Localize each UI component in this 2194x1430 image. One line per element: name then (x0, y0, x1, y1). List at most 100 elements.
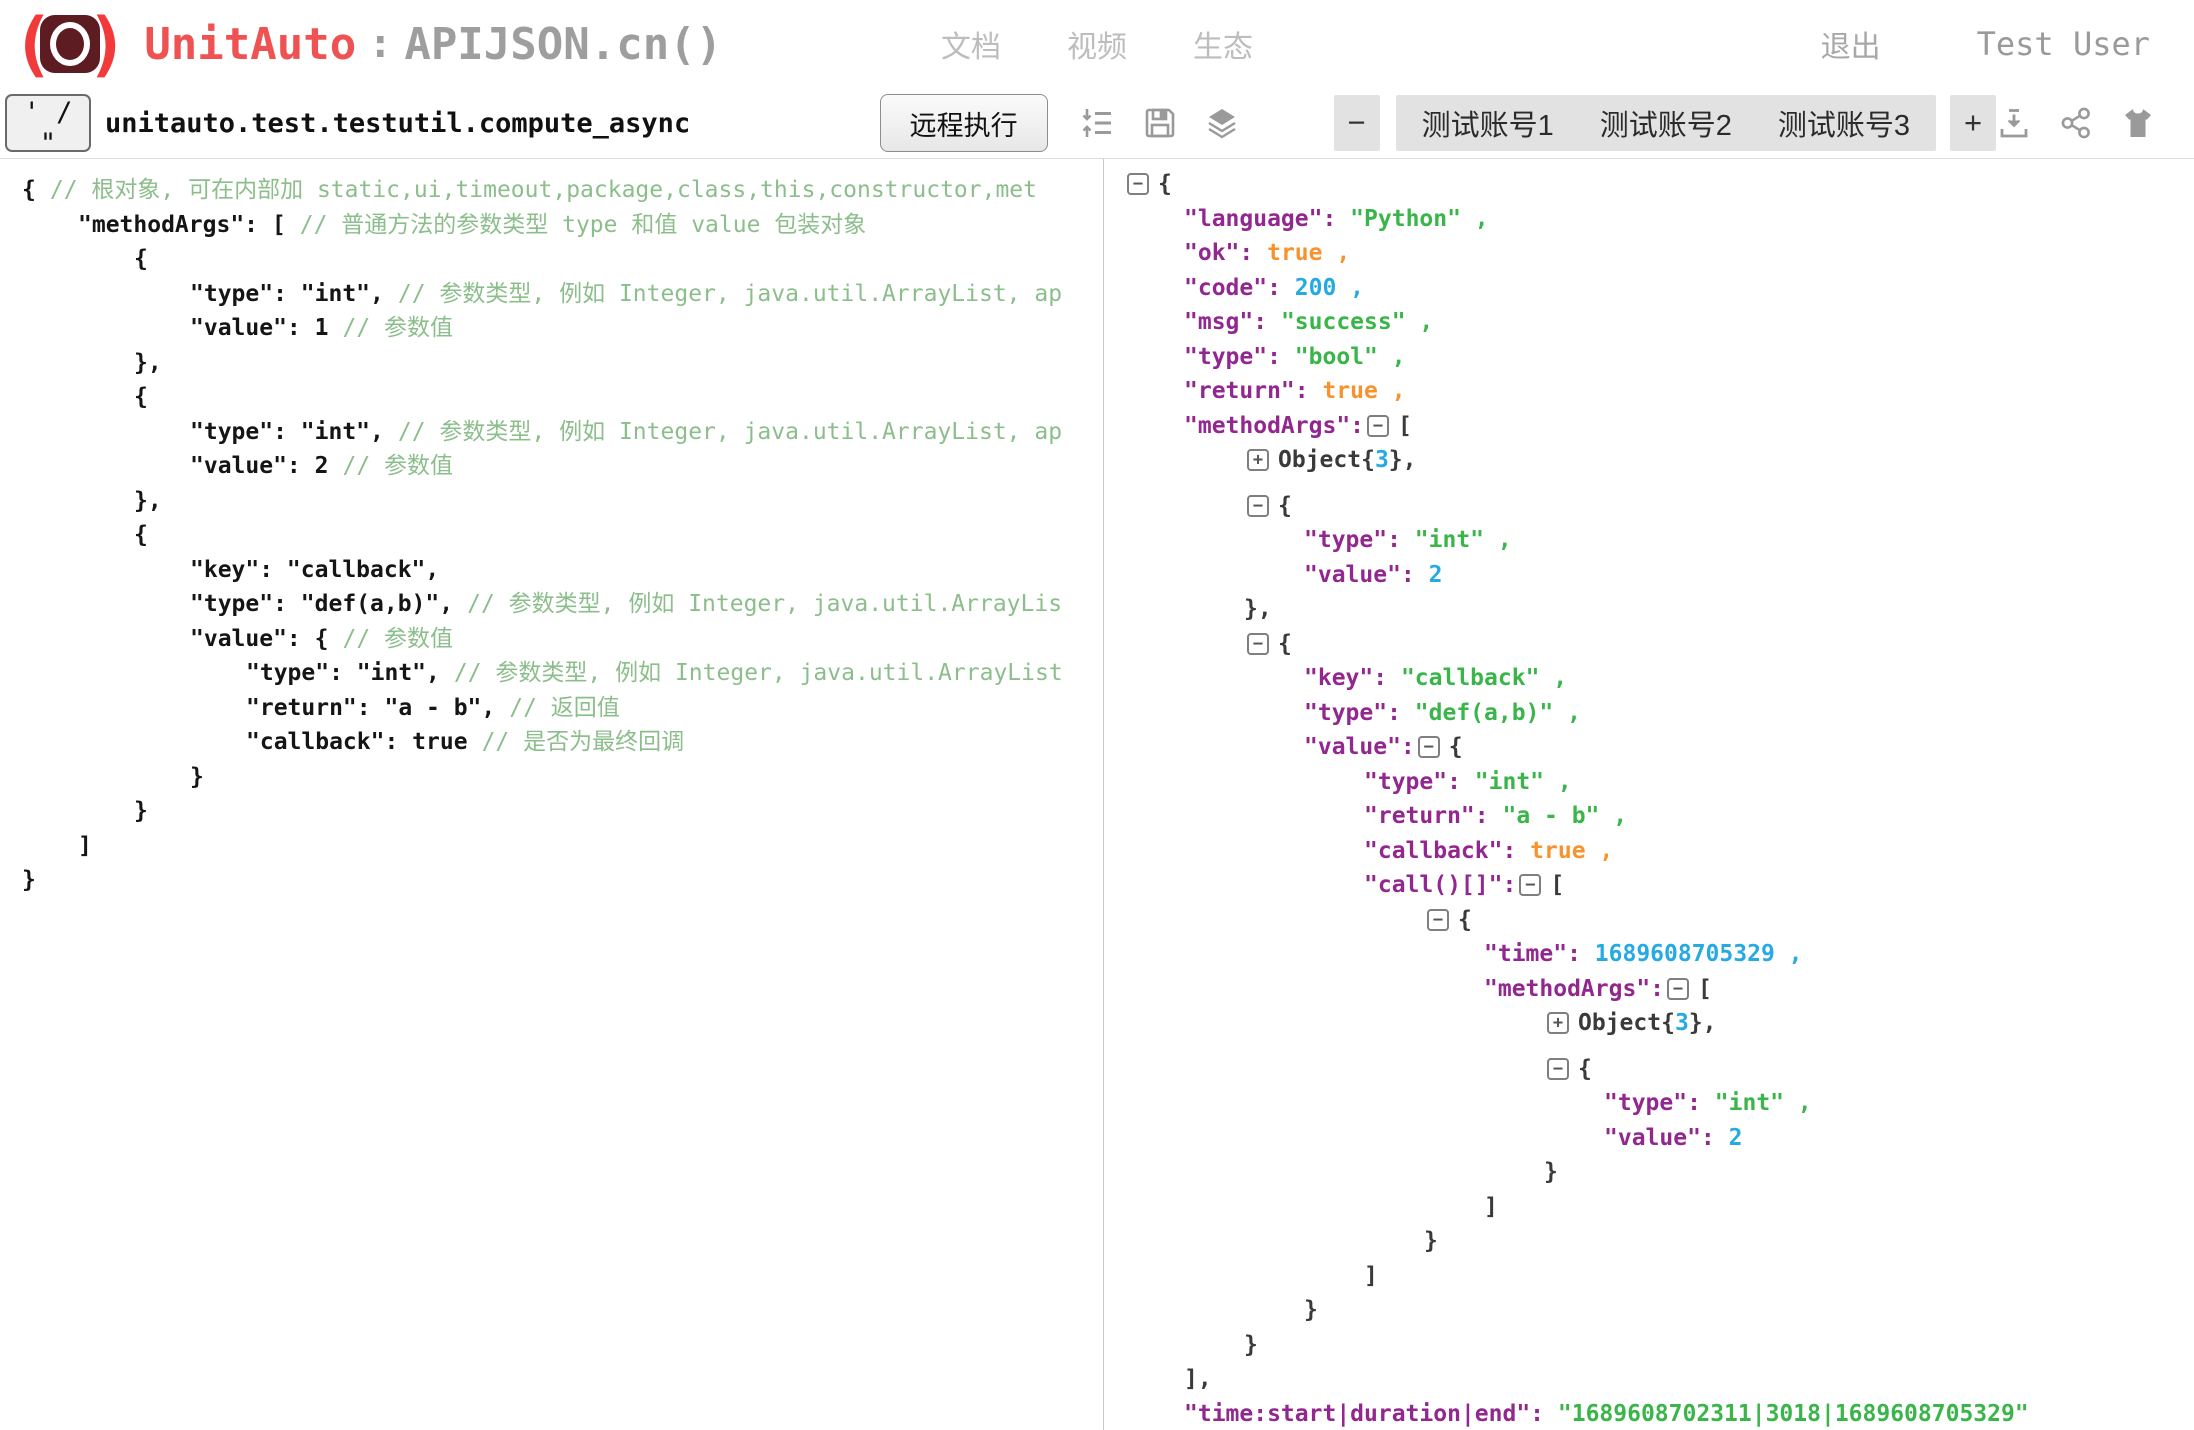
nav-docs-link[interactable]: 文档 (941, 31, 1001, 64)
download-icon[interactable] (1996, 105, 2032, 141)
brand-logo[interactable]: ( ) UnitAuto : APIJSON.cn() (12, 9, 723, 79)
collapse-toggle-icon[interactable]: − (1667, 977, 1690, 1000)
share-icon[interactable] (2058, 105, 2094, 141)
json-code: } (22, 867, 36, 893)
nav-ecosystem-link[interactable]: 生态 (1193, 31, 1253, 64)
json-token: "Python" (1336, 205, 1461, 232)
collapse-toggle-icon[interactable]: − (1127, 173, 1149, 195)
editor-line: "return": "a - b",// 返回值 (0, 691, 1103, 726)
collapse-toggle-icon[interactable]: − (1247, 494, 1269, 517)
response-line: "time": 1689608705329 , (1104, 937, 2194, 972)
response-line: } (1104, 1224, 2194, 1259)
json-token: , (1336, 274, 1365, 301)
json-code: "type": "def(a,b)", (190, 591, 454, 617)
json-token: }, (1388, 447, 1417, 473)
brand-suffix: APIJSON.cn() (404, 18, 723, 70)
response-line: "value": 2 (1104, 1121, 2194, 1156)
response-line: ], (1104, 1362, 2194, 1397)
expand-toggle-icon[interactable]: + (1547, 1012, 1569, 1034)
json-token: "return": (1184, 378, 1309, 404)
json-token: "type": (1184, 343, 1281, 370)
json-token: "1689608702311|3018|1689608705329" (1544, 1400, 2029, 1427)
json-token: ] (1364, 1262, 1378, 1289)
json-token: } (1544, 1159, 1558, 1185)
response-line: "key": "callback" , (1104, 661, 2194, 696)
sort-list-icon[interactable] (1080, 105, 1116, 141)
tab-account-1[interactable]: 测试账号1 (1421, 110, 1554, 142)
quote-toggle-button[interactable]: ' / " (5, 94, 91, 159)
tab-account-2[interactable]: 测试账号2 (1599, 110, 1732, 142)
json-comment: // 返回值 (509, 694, 620, 721)
response-line: } (1104, 1328, 2194, 1363)
collapse-toggle-icon[interactable]: − (1519, 874, 1542, 896)
response-line: "language": "Python" , (1104, 202, 2194, 237)
json-token: , (1774, 941, 1803, 967)
editor-line: } (0, 760, 1103, 795)
json-code: } (134, 798, 148, 824)
save-icon[interactable] (1142, 105, 1178, 141)
collapse-toggle-icon[interactable]: − (1427, 908, 1449, 931)
json-token: "type": (1364, 768, 1461, 795)
editor-line: "type": "def(a,b)",// 参数类型, 例如 Integer, … (0, 587, 1103, 622)
editor-line: "type": "int",// 参数类型, 例如 Integer, java.… (0, 656, 1103, 691)
remote-execute-button[interactable]: 远程执行 (879, 94, 1048, 152)
request-json-editor[interactable]: {// 根对象, 可在内部加 static,ui,timeout,package… (0, 159, 1103, 1430)
json-comment: // 参数类型, 例如 Integer, java.util.ArrayList… (397, 418, 1063, 445)
response-line: "value":−{ (1104, 730, 2194, 765)
nav-videos-link[interactable]: 视频 (1067, 31, 1127, 64)
collapse-toggle-icon[interactable]: − (1417, 736, 1440, 758)
editor-line: "type": "int",// 参数类型, 例如 Integer, java.… (0, 277, 1103, 312)
json-token: } (1424, 1228, 1438, 1254)
response-line: "value": 2 (1104, 558, 2194, 593)
layers-icon[interactable] (1204, 105, 1240, 141)
json-token: true (1308, 378, 1378, 404)
collapse-toggle-icon[interactable]: − (1247, 632, 1269, 655)
remove-account-button[interactable]: − (1333, 95, 1380, 151)
method-input[interactable] (91, 95, 880, 151)
json-token: { (1158, 171, 1172, 197)
json-token: "type": (1304, 527, 1401, 553)
json-token: 2 (1414, 561, 1443, 588)
response-line: −{ (1104, 167, 2194, 202)
json-code: { (22, 177, 36, 203)
json-code: ] (78, 832, 92, 859)
editor-line: "value": 1// 参数值 (0, 311, 1103, 346)
main-nav: 文档 视频 生态 (941, 22, 1253, 66)
editor-line: { (0, 518, 1103, 553)
response-line: }, (1104, 592, 2194, 627)
json-token: { (1278, 630, 1292, 657)
response-line: −{ (1104, 489, 2194, 524)
json-token: true (1516, 837, 1586, 864)
editor-line: ] (0, 829, 1103, 864)
response-line: "type": "int" , (1104, 1086, 2194, 1121)
collapse-toggle-icon[interactable]: − (1547, 1057, 1569, 1080)
json-token: [ (1398, 412, 1412, 439)
json-code: }, (134, 349, 162, 376)
tshirt-icon[interactable] (2120, 105, 2156, 141)
tab-account-3[interactable]: 测试账号3 (1777, 110, 1910, 142)
json-comment: // 参数值 (342, 625, 454, 652)
json-token: [ (1550, 872, 1565, 898)
editor-line: } (0, 863, 1103, 898)
toolbar-right-icons (1996, 105, 2156, 141)
json-token: ] (1484, 1193, 1498, 1220)
brand-name: UnitAuto (144, 18, 357, 70)
response-line: "type": "int" , (1104, 765, 2194, 800)
json-token: "callback" (1387, 665, 1540, 691)
json-token: 1689608705329 (1580, 941, 1775, 967)
json-code: }, (134, 487, 162, 514)
logout-link[interactable]: 退出 (1820, 31, 1881, 64)
expand-toggle-icon[interactable]: + (1247, 449, 1269, 471)
json-token: }, (1244, 596, 1272, 622)
json-token: } (1304, 1297, 1318, 1323)
json-token: { (1278, 492, 1292, 519)
json-token: , (1405, 309, 1434, 335)
response-line: −{ (1104, 903, 2194, 938)
json-token: , (1460, 205, 1489, 232)
collapse-toggle-icon[interactable]: − (1367, 414, 1390, 437)
response-line: "type": "def(a,b)" , (1104, 696, 2194, 731)
json-code: "callback": true (246, 729, 468, 755)
brand-separator: : (368, 21, 393, 67)
add-account-button[interactable]: + (1950, 95, 1996, 151)
editor-line: "methodArgs": [// 普通方法的参数类型 type 和值 valu… (0, 208, 1103, 243)
